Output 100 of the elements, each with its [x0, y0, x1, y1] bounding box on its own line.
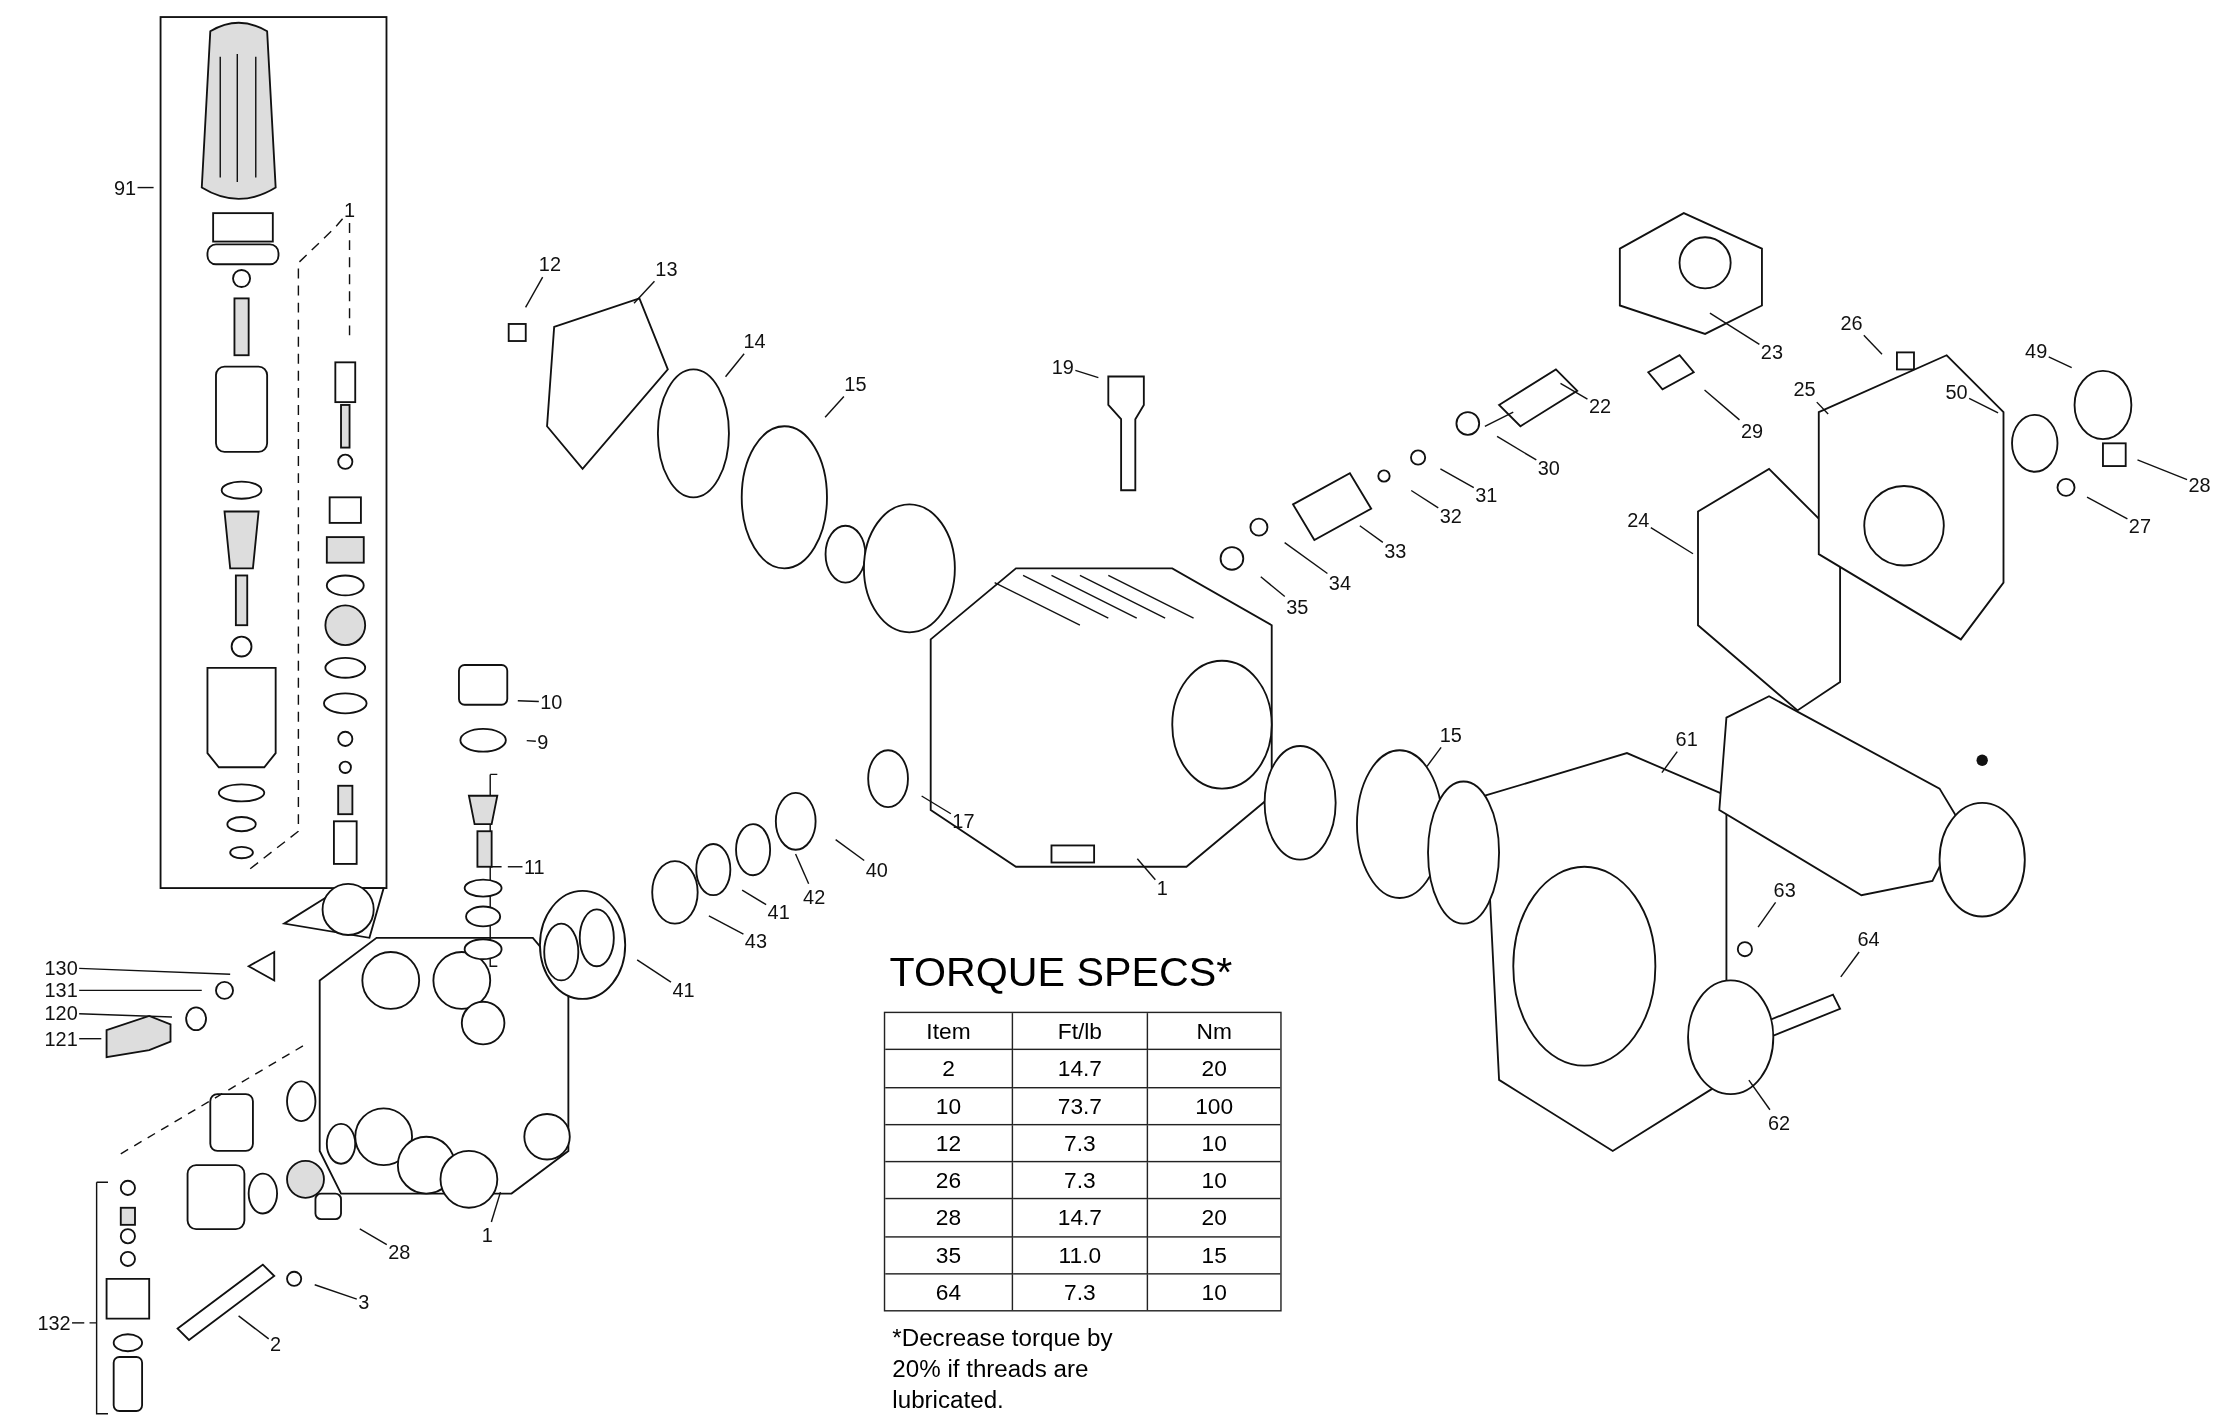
callout-number: 34 — [1328, 571, 1351, 594]
table-value: 10 — [1200, 1279, 1228, 1307]
leader-line — [490, 1191, 502, 1223]
table-value: 73.7 — [1013, 1087, 1149, 1126]
table-value: 10 — [885, 1087, 1014, 1126]
table-value: 15 — [1148, 1237, 1281, 1275]
leader-line — [1496, 435, 1537, 461]
leader-line — [1260, 576, 1286, 598]
callout-number: 121 — [44, 1027, 78, 1051]
callout-number: 1 — [481, 1223, 493, 1247]
leader-line — [1426, 746, 1442, 767]
table-value: 64 — [885, 1274, 1014, 1311]
leader-line — [1709, 312, 1761, 346]
leader-line — [526, 739, 537, 742]
callout-number: 130 — [44, 956, 78, 979]
leader-line — [1439, 468, 1475, 489]
leader-line — [136, 186, 155, 189]
callout-number: 28 — [2188, 473, 2211, 496]
callout-number: 24 — [1627, 508, 1650, 532]
callout-number: 2 — [270, 1332, 282, 1356]
leader-line — [1359, 525, 1384, 544]
leader-line — [2086, 496, 2129, 520]
callout-number: 31 — [1475, 483, 1498, 506]
leader-line — [636, 959, 672, 983]
leader-line — [1136, 858, 1157, 881]
table-value: 28 — [885, 1199, 1014, 1238]
leader-line — [1283, 541, 1329, 575]
leader-line — [1703, 389, 1741, 421]
table-value: 11.0 — [1013, 1237, 1149, 1275]
callout-number: 28 — [388, 1240, 411, 1264]
table-value: 14.7 — [1013, 1199, 1149, 1238]
callout-number: 49 — [2025, 339, 2048, 363]
callout-number: 15 — [844, 372, 867, 395]
callout-number: 63 — [1773, 878, 1796, 901]
table-value: 35 — [885, 1237, 1014, 1275]
footnote: *Decrease torque by 20% if threads are lubricated. — [892, 1323, 1114, 1416]
callout-number: 33 — [1384, 539, 1407, 563]
callout-number: 40 — [865, 858, 888, 881]
table-value: 20 — [1148, 1199, 1281, 1238]
callout-number: 61 — [1675, 727, 1698, 751]
leader-line — [1757, 901, 1777, 928]
callout-number: 132 — [37, 1311, 71, 1335]
callout-number: 50 — [1945, 380, 1968, 404]
callout-number: 9 — [537, 730, 549, 754]
table-value: 2 — [885, 1050, 1014, 1088]
table-value: 10 — [1148, 1162, 1281, 1200]
leader-line — [359, 1228, 388, 1246]
leader-line — [824, 395, 845, 419]
leader-line — [708, 915, 745, 935]
callout-number: 41 — [672, 979, 695, 1002]
table-value: 7.3 — [1013, 1274, 1149, 1311]
leader-line — [1816, 401, 1829, 415]
leader-line — [794, 853, 810, 885]
callout-number: 120 — [44, 1001, 78, 1025]
callout-number: 12 — [538, 252, 561, 276]
column-header: Nm — [1148, 1013, 1281, 1051]
table-value: 7.3 — [1013, 1162, 1149, 1200]
callout-number: 41 — [767, 900, 790, 924]
callout-number: 25 — [1793, 377, 1816, 401]
leader-line — [834, 838, 865, 862]
table-value: 26 — [885, 1162, 1014, 1200]
callout-number: 23 — [1760, 341, 1783, 364]
callout-number: 1 — [344, 198, 356, 222]
callout-number: 11 — [523, 855, 545, 879]
callout-number: 35 — [1286, 595, 1309, 619]
leader-line — [1074, 369, 1100, 379]
leader-line — [524, 276, 544, 309]
column-header: Ft/lb — [1013, 1013, 1149, 1051]
table-value: 7.3 — [1013, 1125, 1149, 1163]
callout-number: 30 — [1537, 456, 1560, 479]
callout-number: 1 — [1156, 876, 1168, 900]
leader-line — [1661, 750, 1678, 774]
leader-line — [724, 353, 745, 378]
callout-number: 13 — [655, 257, 678, 280]
table-value: 10 — [1148, 1125, 1281, 1163]
callout-number: 62 — [1767, 1111, 1791, 1134]
callout-number: 3 — [358, 1290, 370, 1313]
leader-line — [71, 1322, 85, 1324]
callout-number: 42 — [803, 885, 826, 908]
leader-line — [1840, 951, 1860, 978]
leader-line — [78, 967, 231, 975]
callout-number: 14 — [743, 329, 766, 353]
table-value: 100 — [1148, 1087, 1281, 1126]
leader-line — [314, 1284, 358, 1300]
leader-line — [920, 795, 952, 815]
leader-line — [237, 1315, 270, 1340]
leader-line — [507, 866, 524, 868]
leader-line — [1650, 527, 1694, 555]
leader-line — [741, 889, 767, 906]
leader-line — [2136, 459, 2188, 481]
leader-line — [78, 1038, 102, 1040]
callout-number: 91 — [113, 176, 137, 199]
table-value: 12 — [885, 1125, 1014, 1163]
callout-number: 17 — [952, 809, 975, 833]
callout-number: 43 — [744, 929, 767, 952]
callout-number: 32 — [1439, 504, 1462, 528]
table-value: 14.7 — [1013, 1050, 1149, 1088]
callout-number: 22 — [1588, 395, 1611, 418]
leader-line — [1559, 382, 1589, 400]
callout-number: 19 — [1051, 355, 1074, 378]
